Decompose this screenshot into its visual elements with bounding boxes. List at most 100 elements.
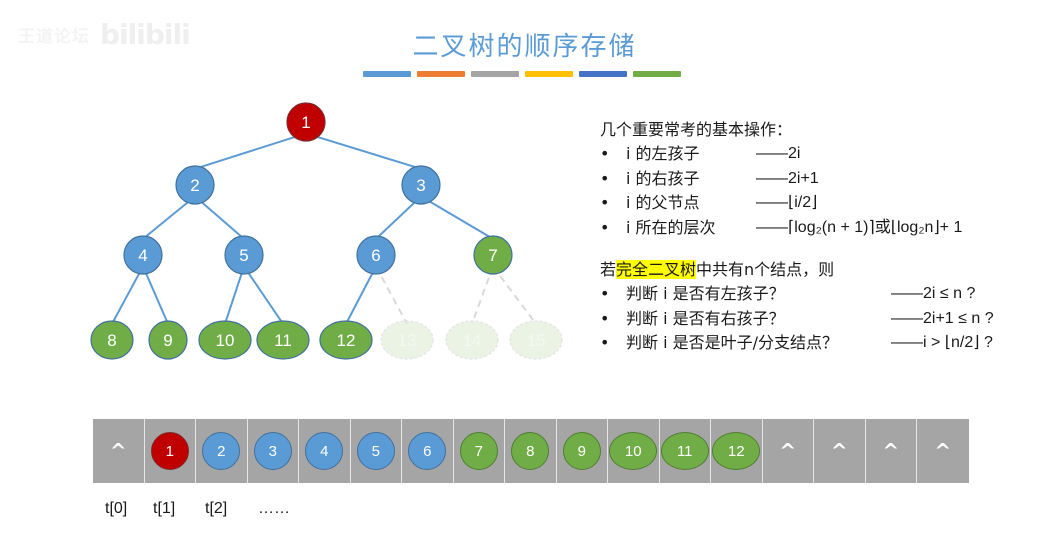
operation-formula: ——2i+1: [756, 169, 819, 187]
tree-node: 6: [356, 235, 396, 275]
node-shape: [380, 320, 434, 360]
operation-label: i 的右孩子: [626, 168, 700, 188]
array-cell: 12: [711, 419, 763, 483]
tree-node: 9: [148, 320, 188, 360]
node-label: 13: [398, 331, 417, 350]
node-label: 6: [371, 246, 380, 265]
ghost-tree-edge: [375, 265, 408, 325]
array-node: 3: [253, 432, 292, 470]
array-node: 10: [609, 432, 658, 470]
judge-label: 判断 i 是否有左孩子？: [626, 284, 785, 303]
heading-suffix: 中共有n个结点，则: [696, 260, 835, 279]
tree-edge: [142, 195, 196, 240]
tree-edges: [111, 132, 537, 325]
node-shape: [286, 102, 326, 142]
operation-formula: ——⌊i/2⌋: [756, 194, 818, 211]
array-cell: 8: [505, 419, 557, 483]
tree-node: 10: [198, 320, 252, 360]
node-label: 3: [416, 176, 425, 195]
array-cell: ^: [93, 419, 145, 483]
slide-title: 二叉树的顺序存储: [412, 32, 637, 62]
complete-tree-panel: 若完全二叉树中共有n个结点，则 • 判断 i 是否有左孩子？ ——2i ≤ n …: [600, 258, 994, 356]
array-cell: ^: [917, 419, 969, 483]
judge-label: 判断 i 是否是叶子/分支结点？: [626, 333, 839, 352]
tree-node: 2: [175, 165, 215, 205]
array-cell: 1: [144, 419, 196, 483]
tree-edge: [224, 266, 245, 325]
watermark-text: 王道论坛: [18, 27, 90, 47]
operation-label: i 的父节点: [626, 193, 700, 212]
array-node: 12: [712, 432, 761, 470]
array-node: 7: [459, 432, 498, 470]
node-shape: [175, 165, 215, 205]
node-shape: [509, 320, 563, 360]
node-label: 15: [527, 331, 546, 350]
array-cell: 9: [556, 419, 608, 483]
node-label: 4: [138, 246, 147, 265]
operation-item: • i 的父节点 ——⌊i/2⌋: [600, 191, 962, 216]
color-bar: [417, 71, 465, 77]
node-shape: [256, 320, 310, 360]
operation-label: i 的左孩子: [626, 144, 700, 163]
array-cell: 6: [402, 419, 454, 483]
node-shape: [90, 320, 134, 360]
tree-node: 1: [286, 102, 326, 142]
array-node: 8: [511, 432, 550, 470]
tree-edge: [243, 265, 284, 325]
watermark: 王道论坛 bilibili: [18, 18, 191, 51]
color-bars: [363, 71, 681, 77]
node-shape: [148, 320, 188, 360]
judge-item: • 判断 i 是否有左孩子？ ——2i ≤ n ?: [600, 282, 994, 307]
node-label: 11: [274, 331, 292, 350]
ghost-tree-node: 14: [445, 320, 499, 360]
node-label: 2: [190, 176, 199, 195]
array-node: 4: [305, 432, 344, 470]
node-shape: [356, 235, 396, 275]
node-shape: [401, 165, 441, 205]
node-label: 8: [107, 331, 116, 350]
color-bar: [471, 71, 519, 77]
array-node: 5: [356, 432, 395, 470]
bullet: •: [600, 217, 610, 237]
bullet: •: [600, 284, 610, 303]
operation-item: • i 的右孩子 ——2i+1: [600, 167, 962, 192]
null-marker: ^: [779, 439, 797, 463]
operation-item: • i 所在的层次 ——⌈log₂(n + 1)⌉或⌊log₂n⌋+ 1: [600, 216, 962, 241]
color-bar: [579, 71, 627, 77]
index-label: t[0]: [105, 500, 128, 517]
tree-edge: [194, 195, 245, 240]
node-label: 5: [239, 246, 248, 265]
array-cell: ^: [814, 419, 866, 483]
operations-heading: 几个重要常考的基本操作：: [600, 120, 793, 139]
node-shape: [198, 320, 252, 360]
array-cell: 7: [453, 419, 505, 483]
color-bar: [633, 71, 681, 77]
array-cell: 4: [299, 419, 351, 483]
ghost-tree-node: 15: [509, 320, 563, 360]
array-node: 2: [202, 432, 241, 470]
tree-node: 11: [256, 320, 310, 360]
tree-edge: [420, 195, 494, 240]
node-label: 14: [463, 331, 482, 350]
node-label: 10: [216, 331, 235, 350]
node-shape: [445, 320, 499, 360]
array-cell: ^: [865, 419, 917, 483]
bilibili-logo-icon: bilibili: [100, 18, 191, 51]
tree-edge: [305, 132, 422, 170]
tree-node: 3: [401, 165, 441, 205]
judge-formula: ——2i ≤ n ?: [891, 285, 976, 302]
node-shape: [123, 235, 163, 275]
index-label: ……: [258, 500, 290, 517]
bullet: •: [600, 193, 610, 212]
tree-node: 12: [319, 320, 373, 360]
bullet: •: [600, 333, 610, 352]
tree-edge: [345, 265, 377, 325]
tree-node: 7: [473, 235, 513, 275]
null-marker: ^: [109, 439, 127, 463]
array-cell: ^: [762, 419, 814, 483]
node-label: 1: [301, 113, 310, 132]
array-cell: 2: [196, 419, 248, 483]
